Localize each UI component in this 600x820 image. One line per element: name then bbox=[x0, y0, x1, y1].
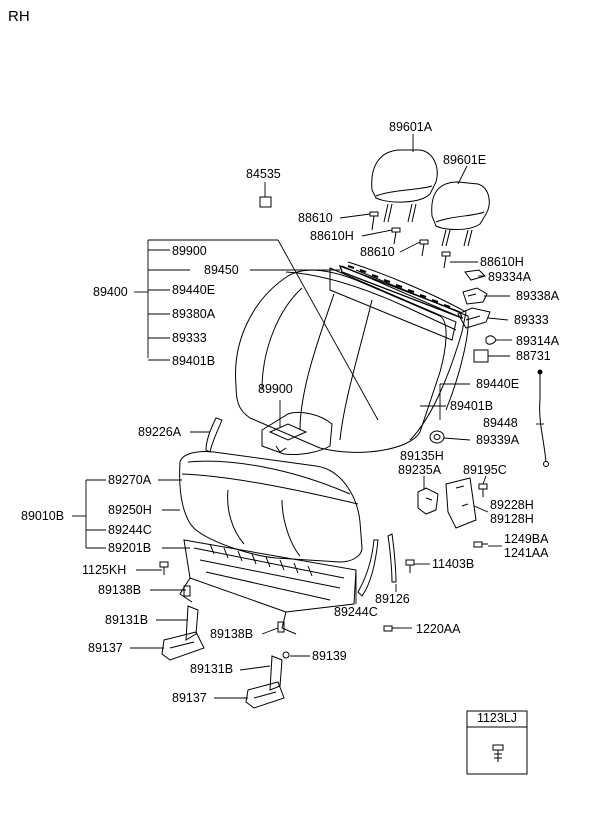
label-89244C-b: 89244C bbox=[334, 605, 378, 619]
guide-bolts bbox=[369, 211, 451, 269]
part-89333-bracket bbox=[457, 307, 491, 329]
label-89138B-b: 89138B bbox=[210, 627, 254, 641]
label-89401B-b: 89401B bbox=[450, 399, 494, 413]
screw-1220AA bbox=[383, 625, 398, 632]
label-89235A: 89235A bbox=[398, 463, 442, 477]
part-84535-square bbox=[259, 196, 272, 208]
label-89250H: 89250H bbox=[108, 503, 152, 517]
label-89448: 89448 bbox=[483, 416, 518, 430]
legend-box-code: 1123LJ bbox=[476, 711, 518, 725]
legend-bolt-icon bbox=[492, 744, 504, 762]
leader-lines bbox=[72, 134, 544, 699]
label-88610-a: 88610 bbox=[298, 211, 333, 225]
leg-cover-right bbox=[245, 655, 285, 709]
part-89139 bbox=[282, 651, 290, 659]
part-88731 bbox=[473, 349, 489, 363]
label-88610H-b: 88610H bbox=[480, 255, 524, 269]
label-89339A: 89339A bbox=[476, 433, 520, 447]
label-89138B-a: 89138B bbox=[98, 583, 142, 597]
label-89601E: 89601E bbox=[443, 153, 487, 167]
label-88610-b: 88610 bbox=[360, 245, 395, 259]
label-89226A: 89226A bbox=[138, 425, 182, 439]
label-89400: 89400 bbox=[93, 285, 128, 299]
label-89314A: 89314A bbox=[516, 334, 560, 348]
bracket-89138B-right bbox=[277, 621, 285, 633]
label-89401B-a: 89401B bbox=[172, 354, 216, 368]
label-89228H: 89228H bbox=[490, 498, 534, 512]
label-89201B: 89201B bbox=[108, 541, 152, 555]
label-89135H: 89135H bbox=[400, 449, 444, 463]
headrest-right bbox=[431, 181, 490, 247]
label-1125KH: 1125KH bbox=[82, 563, 127, 577]
latch-89235A bbox=[417, 487, 439, 515]
leg-cover-left bbox=[161, 605, 205, 661]
label-89126: 89126 bbox=[375, 592, 410, 606]
label-1249BA: 1249BA bbox=[504, 532, 549, 546]
label-89440E-a: 89440E bbox=[172, 283, 216, 297]
label-84535: 84535 bbox=[246, 167, 281, 181]
armrest bbox=[261, 411, 333, 455]
grommet-89339A bbox=[429, 430, 445, 444]
strip-89244C bbox=[357, 539, 379, 597]
label-89338A: 89338A bbox=[516, 289, 560, 303]
label-88610H-a: 88610H bbox=[310, 229, 354, 243]
screw-1249BA bbox=[473, 541, 488, 548]
label-89137-b: 89137 bbox=[172, 691, 207, 705]
side-label: RH bbox=[8, 8, 30, 25]
label-89333-b: 89333 bbox=[514, 313, 549, 327]
label-89244C-a: 89244C bbox=[108, 523, 152, 537]
strip-89226A bbox=[205, 417, 223, 453]
label-89900-a: 89900 bbox=[172, 244, 207, 258]
label-89128H: 89128H bbox=[490, 512, 534, 526]
label-89601A: 89601A bbox=[389, 120, 433, 134]
cable-89448 bbox=[539, 372, 547, 463]
label-89900-b: 89900 bbox=[258, 382, 293, 396]
label-1241AA: 1241AA bbox=[504, 546, 549, 560]
bracket-89138B-left bbox=[183, 585, 191, 597]
label-1220AA: 1220AA bbox=[416, 622, 461, 636]
label-89137-a: 89137 bbox=[88, 641, 123, 655]
label-89139: 89139 bbox=[312, 649, 347, 663]
screw-1125KH bbox=[159, 561, 169, 575]
label-88731: 88731 bbox=[516, 349, 551, 363]
part-89338A bbox=[462, 287, 488, 305]
label-11403B: 11403B bbox=[432, 557, 475, 571]
label-89334A: 89334A bbox=[488, 270, 532, 284]
screw-11403B bbox=[405, 559, 415, 573]
strip-89126 bbox=[387, 533, 397, 583]
label-89333-a: 89333 bbox=[172, 331, 207, 345]
label-89010B: 89010B bbox=[21, 509, 65, 523]
screw-89195C bbox=[478, 483, 488, 497]
label-89131B-b: 89131B bbox=[190, 662, 234, 676]
seat-frame bbox=[179, 539, 357, 635]
seat-back bbox=[235, 261, 469, 453]
label-89270A: 89270A bbox=[108, 473, 152, 487]
label-89195C: 89195C bbox=[463, 463, 507, 477]
label-89380A: 89380A bbox=[172, 307, 216, 321]
part-89314A bbox=[485, 335, 497, 345]
label-89440E-b: 89440E bbox=[476, 377, 520, 391]
seat-cushion bbox=[179, 451, 363, 563]
plate-89228H bbox=[445, 477, 477, 529]
label-89450: 89450 bbox=[204, 263, 239, 277]
label-89131B-a: 89131B bbox=[105, 613, 149, 627]
part-89334A bbox=[464, 269, 486, 281]
legend-box bbox=[466, 710, 528, 775]
headrest-left bbox=[371, 149, 438, 223]
